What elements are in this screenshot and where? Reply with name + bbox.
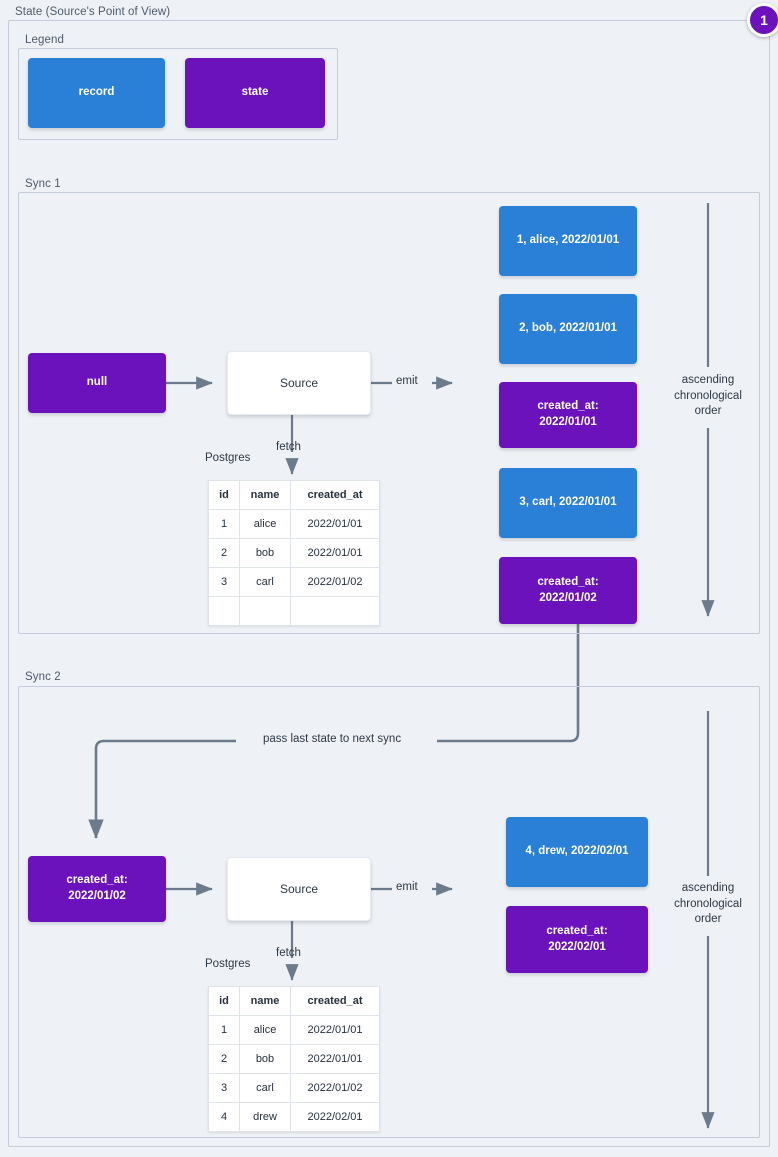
sync1-order-label: ascending chronological order [674, 374, 742, 418]
sync2-frame [18, 686, 760, 1138]
sync1-emit-label: emit [396, 375, 418, 387]
table-row: 1 alice 2022/01/01 [208, 1015, 380, 1045]
sync1-r0-id: 1 [208, 509, 240, 539]
sync2-db-label: Postgres [205, 958, 251, 970]
table-row: 3 carl 2022/01/02 [208, 1073, 380, 1103]
sync1-col-id: id [208, 480, 240, 510]
sync1-col-name: name [239, 480, 291, 510]
sync1-db-label: Postgres [205, 452, 251, 464]
sync1-r1-date: 2022/01/01 [290, 538, 380, 568]
sync2-r3-id: 4 [208, 1102, 240, 1132]
legend-swatch-record-label: record [78, 86, 115, 99]
sync2-r1-date: 2022/01/01 [290, 1044, 380, 1074]
sync1-input-state-label: null [86, 376, 108, 389]
sync1-r2-id: 3 [208, 567, 240, 597]
sync1-emitted-record-2-label: 2, bob, 2022/01/01 [519, 322, 617, 335]
table-row: 4 drew 2022/02/01 [208, 1102, 380, 1132]
sync2-postgres-table: id name created_at 1 alice 2022/01/01 2 … [208, 986, 380, 1132]
legend-swatch-state-label: state [241, 86, 269, 99]
sync1-r3-name [239, 596, 291, 626]
sync2-col-name: name [239, 986, 291, 1016]
sync2-emitted-state-1-line2: 2022/02/01 [548, 940, 606, 953]
sync1-emitted-state-1-line1: created_at: [537, 400, 599, 413]
sync1-r3-date [290, 596, 380, 626]
sync2-r2-id: 3 [208, 1073, 240, 1103]
sync2-r2-name: carl [239, 1073, 291, 1103]
sync2-source-label: Source [279, 881, 319, 896]
sync1-fetch-label: fetch [276, 441, 301, 453]
sync1-r0-date: 2022/01/01 [290, 509, 380, 539]
sync2-label: Sync 2 [22, 671, 64, 683]
sync1-emitted-state-2: created_at: 2022/01/02 [499, 557, 637, 624]
sync1-r1-name: bob [239, 538, 291, 568]
sync2-r0-name: alice [239, 1015, 291, 1045]
sync1-source-label: Source [279, 375, 319, 390]
legend-label: Legend [22, 34, 67, 46]
table-row: 3 carl 2022/01/02 [208, 567, 380, 597]
sync2-emitted-record-1-label: 4, drew, 2022/02/01 [525, 845, 629, 858]
sync2-r3-date: 2022/02/01 [290, 1102, 380, 1132]
table-row: 2 bob 2022/01/01 [208, 538, 380, 568]
sync2-r0-id: 1 [208, 1015, 240, 1045]
sync1-postgres-table: id name created_at 1 alice 2022/01/01 2 … [208, 480, 380, 626]
sync2-emitted-state-1: created_at: 2022/02/01 [506, 906, 648, 973]
sync1-emitted-state-2-line1: created_at: [537, 575, 599, 588]
sync2-r0-date: 2022/01/01 [290, 1015, 380, 1045]
diagram-title: State (Source's Point of View) [12, 6, 174, 18]
sync1-emitted-record-3: 3, carl, 2022/01/01 [499, 468, 637, 538]
sync2-r1-name: bob [239, 1044, 291, 1074]
carry-over-label: pass last state to next sync [259, 733, 406, 745]
sync2-emit-label: emit [396, 881, 418, 893]
sync2-fetch-label: fetch [276, 947, 301, 959]
table-header-row: id name created_at [208, 986, 380, 1016]
sync2-emitted-state-1-line1: created_at: [546, 924, 608, 937]
sync1-emitted-record-1-label: 1, alice, 2022/01/01 [516, 234, 620, 247]
sync2-r1-id: 2 [208, 1044, 240, 1074]
sync1-r2-date: 2022/01/02 [290, 567, 380, 597]
legend-swatch-state: state [185, 58, 325, 128]
sync1-emitted-state-1: created_at: 2022/01/01 [499, 382, 637, 448]
sync1-r0-name: alice [239, 509, 291, 539]
root-frame [8, 20, 770, 1147]
legend-swatch-record: record [28, 58, 165, 128]
sync2-r2-date: 2022/01/02 [290, 1073, 380, 1103]
table-row-empty [208, 596, 380, 626]
sync2-col-id: id [208, 986, 240, 1016]
sync2-order-label: ascending chronological order [674, 882, 742, 926]
sync1-emitted-record-3-label: 3, carl, 2022/01/01 [519, 496, 617, 509]
sync1-r3-id [208, 596, 240, 626]
sync2-input-state: created_at: 2022/01/02 [28, 856, 166, 922]
sync1-emitted-record-1: 1, alice, 2022/01/01 [499, 206, 637, 276]
sync2-input-state-line2: 2022/01/02 [68, 890, 126, 902]
sync2-input-state-line1: created_at: [66, 874, 128, 887]
sync1-emitted-state-2-line2: 2022/01/02 [539, 591, 597, 604]
sync2-col-date: created_at [290, 986, 380, 1016]
sync2-r3-name: drew [239, 1102, 291, 1132]
sync2-emitted-record-1: 4, drew, 2022/02/01 [506, 817, 648, 887]
step-badge-number: 1 [760, 12, 768, 28]
sync1-r1-id: 2 [208, 538, 240, 568]
sync1-emitted-record-2: 2, bob, 2022/01/01 [499, 294, 637, 364]
sync1-input-state: null [28, 353, 166, 413]
step-badge[interactable]: 1 [747, 3, 778, 37]
table-header-row: id name created_at [208, 480, 380, 510]
sync2-source: Source [227, 857, 371, 921]
table-row: 1 alice 2022/01/01 [208, 509, 380, 539]
sync1-label: Sync 1 [22, 178, 64, 190]
sync1-col-date: created_at [290, 480, 380, 510]
table-row: 2 bob 2022/01/01 [208, 1044, 380, 1074]
sync1-emitted-state-1-line2: 2022/01/01 [539, 416, 597, 428]
legend-frame [18, 48, 338, 140]
sync1-frame [18, 192, 760, 634]
sync1-source: Source [227, 351, 371, 415]
sync1-r2-name: carl [239, 567, 291, 597]
